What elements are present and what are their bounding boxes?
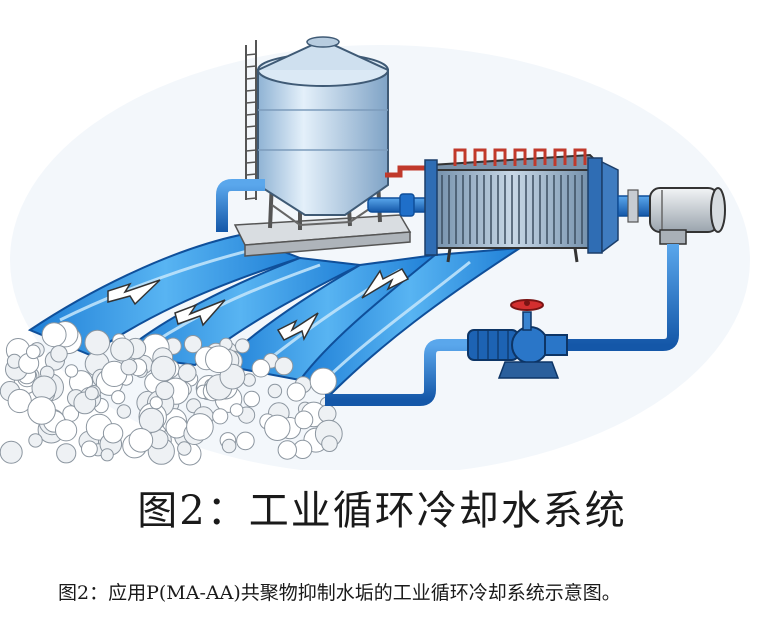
return-pipe: [325, 339, 470, 406]
return-pipe: [565, 244, 679, 351]
flow-arrow-icon: [276, 312, 319, 342]
inlet-pipe: [216, 179, 265, 232]
scale-deposits: [0, 321, 343, 466]
valve-handwheel-icon: [510, 299, 544, 311]
circulation-pump: [467, 311, 568, 379]
storage-tank: [233, 36, 412, 257]
motor: [649, 187, 726, 245]
flow-arrow-icon: [174, 299, 226, 327]
figure-caption: 图2：应用P(MA-AA)共聚物抑制水垢的工业循环冷却系统示意图。: [58, 582, 621, 604]
hot-water-pipe: [385, 165, 440, 178]
figure-title: 图2：工业循环冷却水系统: [137, 488, 627, 534]
cooling-system-illustration: [0, 36, 750, 470]
flow-arrow-icon: [107, 279, 161, 306]
heat-exchanger: [424, 148, 619, 263]
connector-pipe: [367, 197, 431, 213]
flow-arrow-icon: [361, 268, 410, 299]
